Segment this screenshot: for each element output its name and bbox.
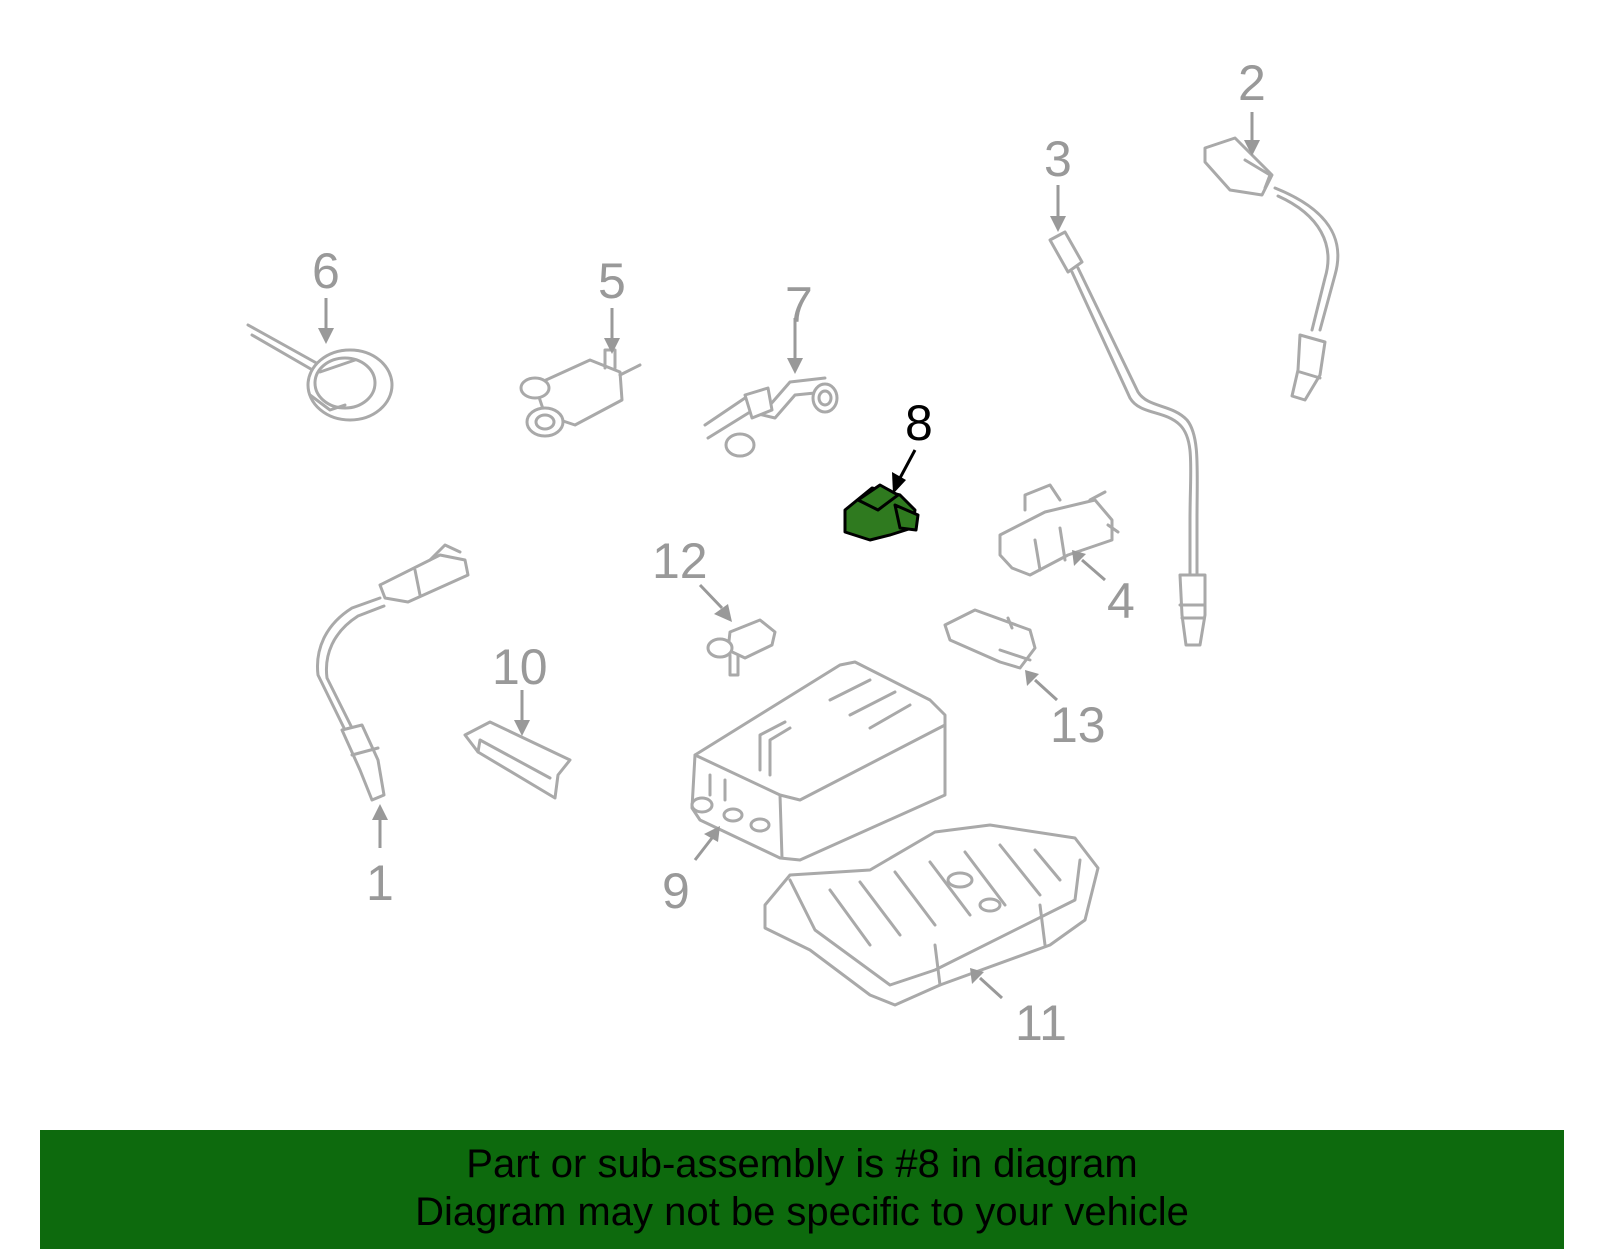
callout-1-arrow bbox=[372, 804, 388, 848]
part-1-oxygen-sensor[interactable] bbox=[315, 543, 470, 802]
callout-4: 4 bbox=[1107, 573, 1135, 629]
callout-4-arrow bbox=[1072, 550, 1106, 582]
callout-3-arrow bbox=[1050, 185, 1066, 232]
callout-10-arrow bbox=[514, 690, 530, 736]
part-2-oxygen-sensor[interactable] bbox=[1203, 136, 1340, 402]
callout-7: 7 bbox=[785, 277, 813, 333]
callout-1: 1 bbox=[366, 855, 394, 911]
callout-5: 5 bbox=[598, 253, 626, 309]
banner-line-disclaimer: Diagram may not be specific to your vehi… bbox=[415, 1190, 1189, 1234]
part-5-solenoid[interactable] bbox=[519, 348, 642, 438]
part-8-highlighted-sensor[interactable] bbox=[843, 483, 920, 542]
part-6-actuator[interactable] bbox=[246, 323, 394, 422]
part-4-purge-valve[interactable] bbox=[998, 483, 1120, 577]
callout-6-arrow bbox=[318, 298, 334, 344]
callout-12-arrow bbox=[698, 583, 732, 622]
part-11-canister-tray[interactable] bbox=[763, 823, 1100, 1007]
info-banner: Part or sub-assembly is #8 in diagram Di… bbox=[40, 1130, 1564, 1249]
callout-9: 9 bbox=[662, 863, 690, 919]
callout-13: 13 bbox=[1050, 697, 1106, 753]
part-3-oxygen-sensor[interactable] bbox=[1048, 230, 1207, 647]
parts-diagram: 6 5 7 2 bbox=[246, 55, 1340, 1051]
banner-line-part: Part or sub-assembly is #8 in diagram bbox=[466, 1142, 1138, 1186]
part-13-bracket[interactable] bbox=[943, 608, 1037, 670]
callout-9-arrow bbox=[693, 826, 720, 861]
callout-2-arrow bbox=[1244, 112, 1260, 156]
callout-3: 3 bbox=[1044, 131, 1072, 187]
callout-6: 6 bbox=[312, 243, 340, 299]
callout-13-arrow bbox=[1025, 670, 1059, 702]
callout-8-arrow bbox=[892, 449, 917, 494]
callout-10: 10 bbox=[492, 639, 548, 695]
part-12-sensor[interactable] bbox=[706, 618, 777, 677]
callout-2: 2 bbox=[1238, 55, 1266, 111]
callout-7-arrow bbox=[787, 318, 803, 374]
callout-12: 12 bbox=[652, 533, 708, 589]
callout-11-arrow bbox=[970, 968, 1004, 1000]
callout-8: 8 bbox=[905, 395, 933, 451]
part-7-hose[interactable] bbox=[703, 376, 839, 458]
part-10-heat-shield[interactable] bbox=[463, 720, 572, 800]
callout-5-arrow bbox=[604, 308, 620, 354]
callout-11: 11 bbox=[1015, 995, 1067, 1051]
part-9-vapor-canister[interactable] bbox=[690, 660, 947, 862]
